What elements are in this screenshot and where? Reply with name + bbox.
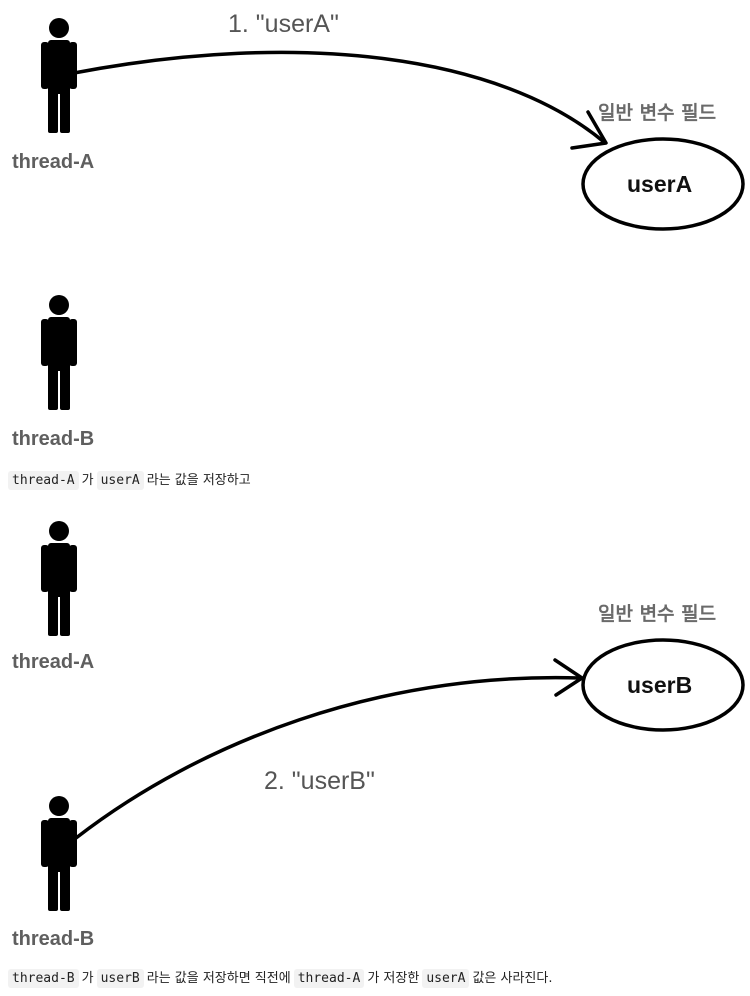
caption-text: 값은 사라진다. [472, 971, 553, 986]
field-title: 일반 변수 필드 [598, 603, 717, 625]
diagram-2-canvas [41, 521, 745, 911]
caption-text: 가 [81, 473, 94, 488]
person-icon [41, 295, 77, 410]
thread-a-label: thread-A [12, 651, 95, 673]
arrow-line [72, 50, 606, 144]
code-user-a: userA [96, 471, 144, 490]
code-thread-a: thread-A [8, 471, 79, 490]
code-thread-a: thread-A [293, 969, 365, 988]
code-thread-b: thread-B [8, 969, 79, 988]
diagram-1-canvas [41, 18, 745, 410]
thread-b-label: thread-B [12, 428, 95, 450]
arrow-line [74, 675, 582, 840]
field-title: 일반 변수 필드 [598, 102, 717, 124]
arrow-head [553, 658, 584, 697]
diagram-thread-b-stores: 일반 변수 필드 userB 2. "userB" thread-A threa… [0, 512, 750, 962]
arrow-label: 2. "userB" [264, 767, 375, 795]
arrow-label: 1. "userA" [228, 10, 339, 38]
caption-text: 라는 값을 저장하면 직전에 [146, 971, 291, 986]
code-user-a: userA [422, 969, 470, 988]
person-icon [41, 18, 77, 133]
person-icon [41, 521, 77, 636]
field-value: userA [627, 171, 693, 197]
arrow-head [570, 110, 608, 150]
diagram-thread-a-stores: 1. "userA" 일반 변수 필드 userA thread-A threa… [0, 0, 750, 460]
person-icon [41, 796, 77, 911]
caption-text: 가 [81, 971, 94, 986]
caption-text: 라는 값을 저장하고 [146, 473, 251, 488]
field-value: userB [627, 672, 693, 698]
field-ellipse [581, 137, 745, 231]
code-user-b: userB [96, 969, 144, 988]
field-ellipse [581, 638, 745, 732]
caption-text: 가 저장한 [367, 971, 420, 986]
thread-a-label: thread-A [12, 151, 95, 173]
thread-b-label: thread-B [12, 928, 95, 950]
